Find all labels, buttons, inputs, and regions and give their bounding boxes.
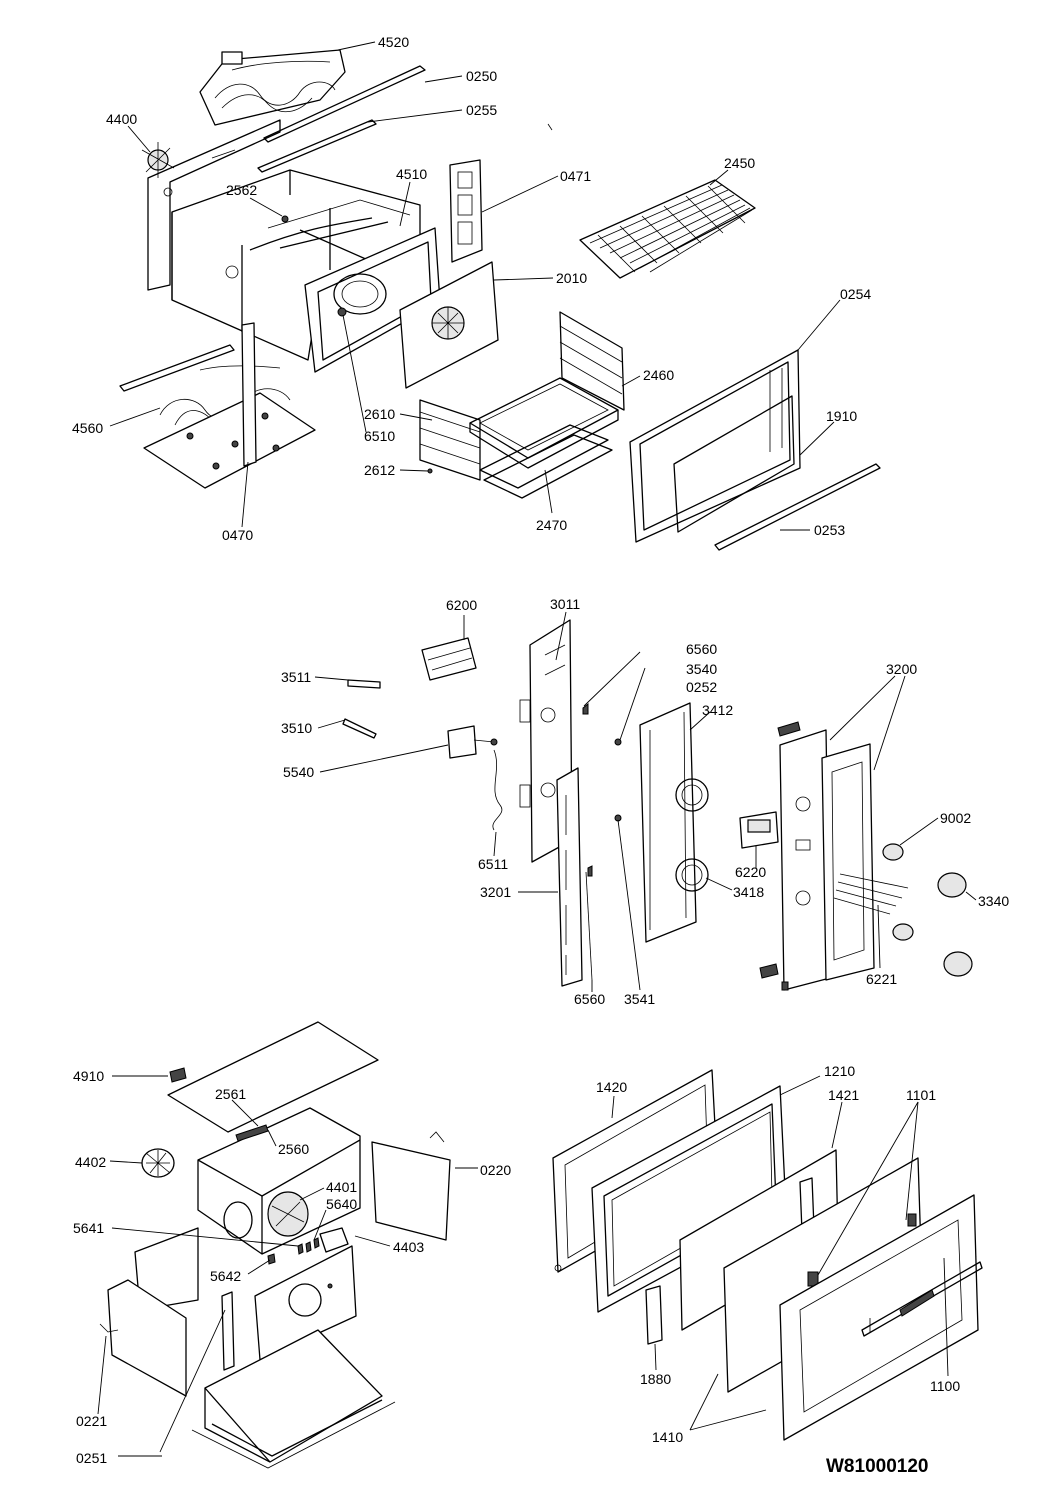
vertical-rail-part (556, 767, 583, 987)
fan-housing-part (197, 1107, 361, 1255)
callout-3511: 3511 (281, 669, 311, 685)
callout-5640: 5640 (326, 1196, 357, 1212)
callout-0251: 0251 (76, 1450, 107, 1466)
callout-5540: 5540 (283, 764, 314, 780)
callout-3541: 3541 (624, 991, 655, 1007)
callout-6560-bottom: 6560 (574, 991, 605, 1007)
callout-6560-top: 6560 (686, 641, 717, 657)
cavity-callouts: 4520 0250 0255 4400 2562 4510 0471 2450 … (72, 34, 871, 543)
callout-6200: 6200 (446, 597, 477, 613)
callout-4403: 4403 (393, 1239, 424, 1255)
callout-2612: 2612 (364, 462, 395, 478)
callout-1910: 1910 (826, 408, 857, 424)
callout-3540: 3540 (686, 661, 717, 677)
cavity-box-part (171, 169, 441, 373)
callout-1410: 1410 (652, 1429, 683, 1445)
callout-1100: 1100 (930, 1378, 960, 1394)
side-bracket-part (449, 159, 483, 263)
control-panel-callouts: 6200 3011 6560 3540 0252 3511 3412 3200 … (281, 596, 1009, 1007)
callout-4400: 4400 (106, 111, 137, 127)
rail-part (263, 65, 426, 143)
callout-0254: 0254 (840, 286, 871, 302)
callout-2460: 2460 (643, 367, 674, 383)
callout-0253: 0253 (814, 522, 845, 538)
section-cavity: 4520 0250 0255 4400 2562 4510 0471 2450 … (72, 34, 881, 551)
fan-motor-part (141, 142, 175, 178)
door-frame-part (629, 349, 801, 543)
base-tray-part (191, 1329, 396, 1469)
callout-0470: 0470 (222, 527, 253, 543)
grill-element-part (199, 49, 346, 126)
callout-3340: 3340 (978, 893, 1009, 909)
callout-3011: 3011 (550, 596, 580, 612)
callout-3201: 3201 (480, 884, 511, 900)
back-panel-part (399, 261, 499, 389)
callout-0250: 0250 (466, 68, 497, 84)
top-cover-part (167, 1021, 379, 1133)
callout-2450: 2450 (724, 155, 755, 171)
rail-part (257, 119, 377, 173)
callout-1210: 1210 (824, 1063, 855, 1079)
callout-6221: 6221 (866, 971, 897, 987)
callout-1101: 1101 (906, 1087, 936, 1103)
callout-4510: 4510 (396, 166, 427, 182)
section-control-panel: 6200 3011 6560 3540 0252 3511 3412 3200 … (281, 596, 1009, 1007)
terminal-block-part (421, 637, 477, 681)
callout-1880: 1880 (640, 1371, 671, 1387)
callout-0255: 0255 (466, 102, 497, 118)
callout-2470: 2470 (536, 517, 567, 533)
callout-4402: 4402 (75, 1154, 106, 1170)
blower-motor-part (267, 1191, 309, 1237)
selector-switch-part (447, 725, 498, 759)
callout-0252: 0252 (686, 679, 717, 695)
side-rack-left-part (419, 399, 481, 481)
callout-9002: 9002 (940, 810, 971, 826)
rear-housing-callouts: 4910 2561 2560 4402 4401 0220 5640 5641 … (73, 1068, 511, 1466)
callout-2560: 2560 (278, 1141, 309, 1157)
fan-guard-part (141, 1148, 175, 1178)
front-panel-part (779, 729, 875, 991)
callout-3200: 3200 (886, 661, 917, 677)
callout-3412: 3412 (702, 702, 733, 718)
callout-5642: 5642 (210, 1268, 241, 1284)
callout-4560: 4560 (72, 420, 103, 436)
left-side-panel-part (99, 1279, 187, 1397)
callout-6511: 6511 (478, 856, 508, 872)
callout-1421: 1421 (828, 1087, 859, 1103)
callout-0471: 0471 (560, 168, 591, 184)
wire-shelf-part (579, 179, 756, 279)
callout-3418: 3418 (733, 884, 764, 900)
outer-door-glass-part (779, 1194, 983, 1441)
callout-2610: 2610 (364, 406, 395, 422)
seal-strip-part (714, 463, 881, 551)
right-panel-part (371, 1131, 451, 1241)
door-callouts: 1420 1210 1421 1101 1880 1100 1410 (596, 1063, 960, 1445)
section-rear-housing: 4910 2561 2560 4402 4401 0220 5640 5641 … (73, 1021, 511, 1469)
callout-6510: 6510 (364, 428, 395, 444)
timer-part (739, 811, 779, 849)
callout-1420: 1420 (596, 1079, 627, 1095)
callout-4401: 4401 (326, 1179, 357, 1195)
callout-5641: 5641 (73, 1220, 104, 1236)
vertical-bracket-part (241, 322, 257, 467)
callout-2010: 2010 (556, 270, 587, 286)
inner-frame-part (254, 1245, 357, 1361)
callout-4520: 4520 (378, 34, 409, 50)
control-plate-part (639, 702, 709, 943)
side-rack-right-part (559, 311, 625, 411)
callout-3510: 3510 (281, 720, 312, 736)
callout-2561: 2561 (215, 1086, 246, 1102)
callout-0221: 0221 (76, 1413, 107, 1429)
section-door: 1420 1210 1421 1101 1880 1100 1410 (552, 1063, 983, 1445)
callout-0220: 0220 (480, 1162, 511, 1178)
callout-6220: 6220 (735, 864, 766, 880)
callout-4910: 4910 (73, 1068, 104, 1084)
callout-2562: 2562 (226, 182, 257, 198)
drawing-reference-code: W81000120 (826, 1456, 928, 1477)
